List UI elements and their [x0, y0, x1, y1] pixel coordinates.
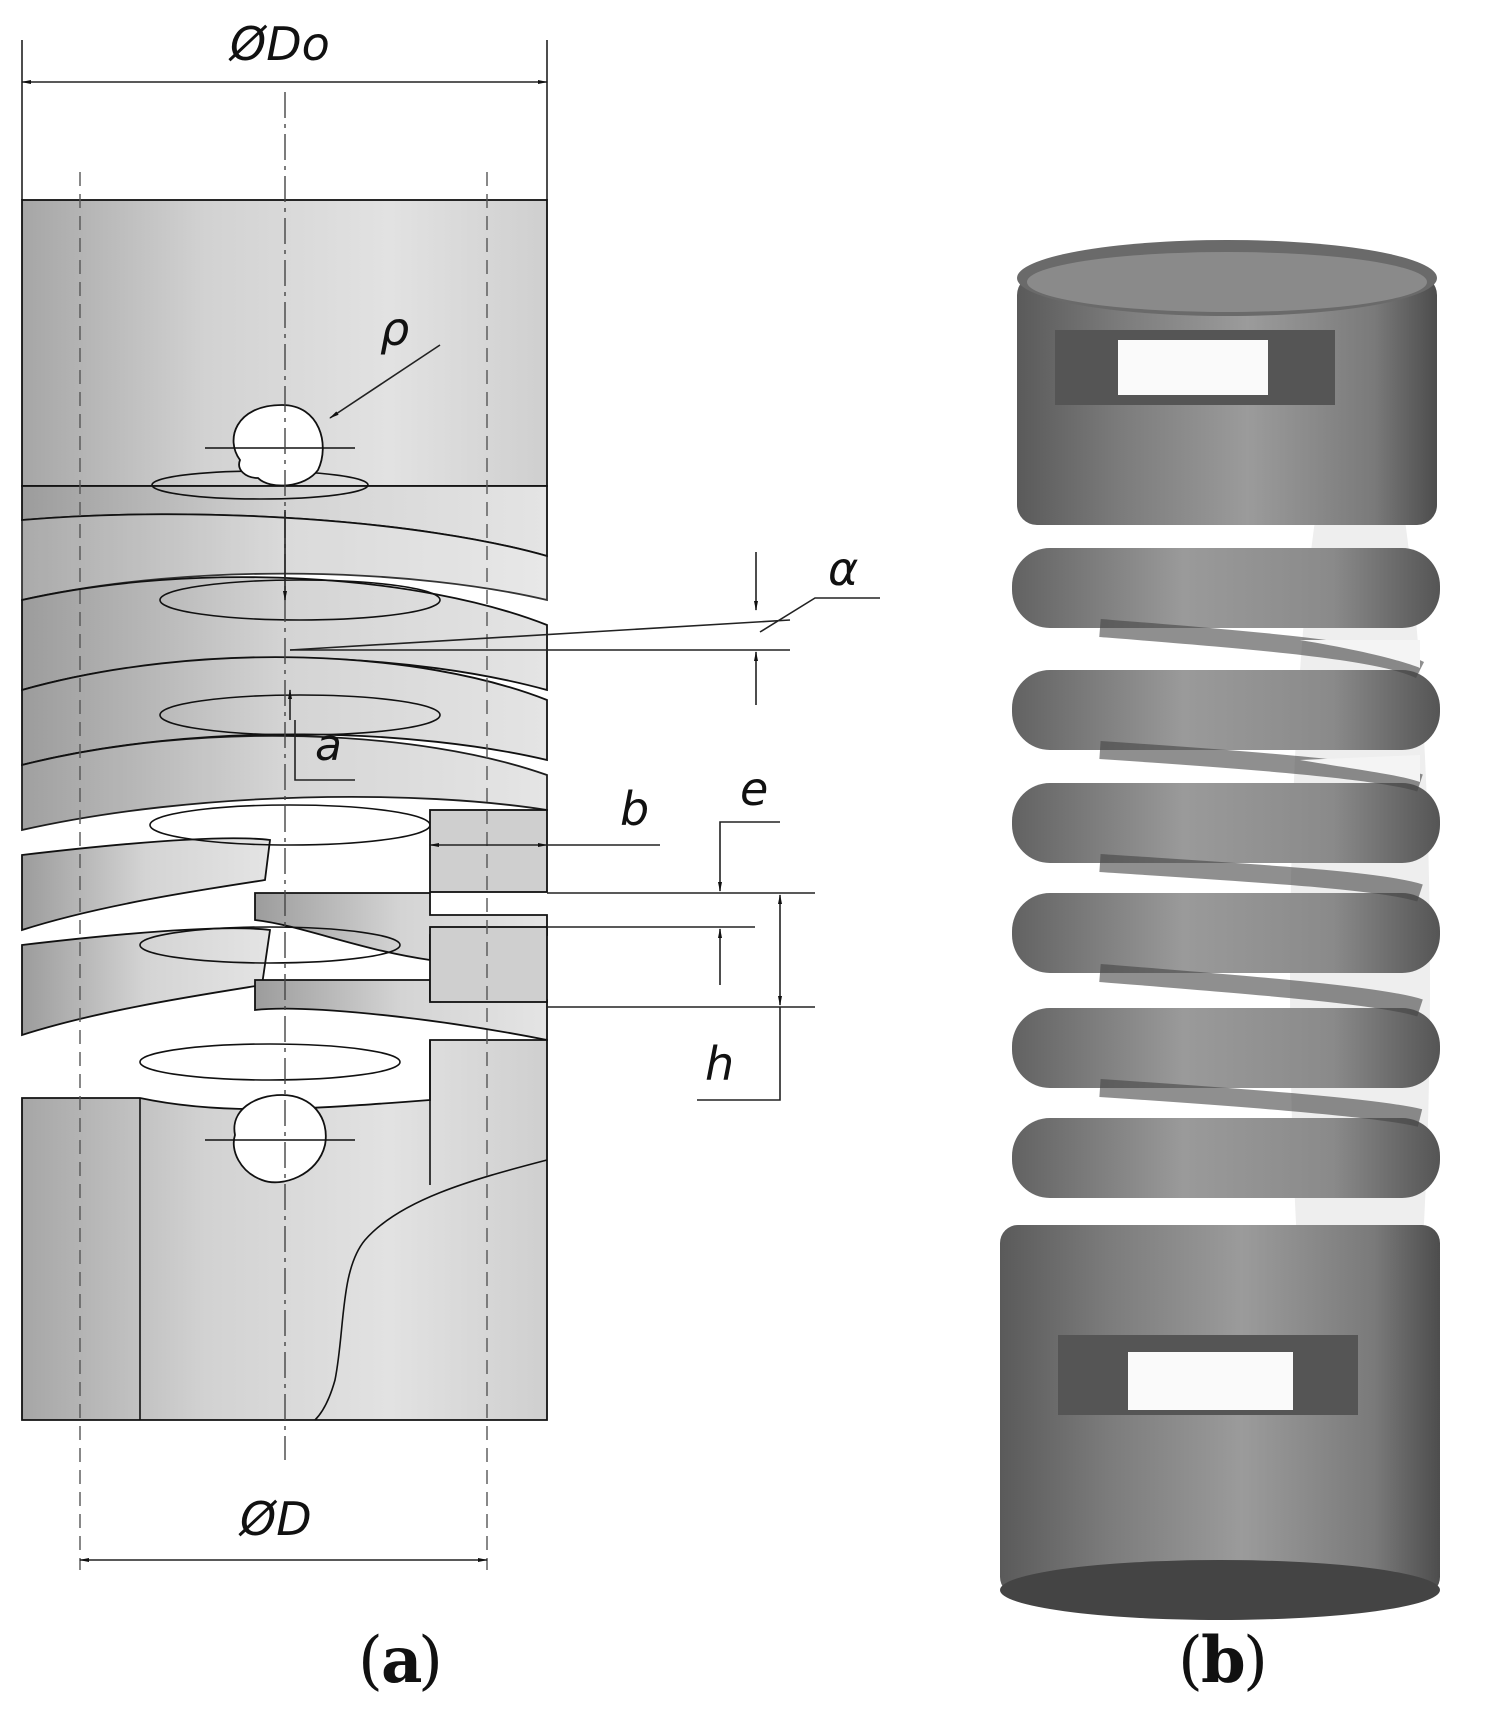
caption-a: a: [381, 1623, 422, 1698]
b-label: b: [620, 782, 649, 836]
rho-leader: [329, 344, 441, 419]
photo-bottom-collar: [1000, 1225, 1440, 1620]
alpha-inclined-line: [289, 619, 791, 651]
caption-b-close: ): [1243, 1624, 1268, 1698]
panel-b-photo: ( b ): [1000, 240, 1440, 1698]
panel-a-drawing: ρ a α b e h ØD ØDo ( a: [21, 17, 880, 1698]
e-leader: [719, 821, 780, 830]
photo-coils: [1012, 548, 1440, 1198]
alpha-leader: [759, 597, 880, 633]
h-label: h: [705, 1037, 734, 1091]
a-leader: [294, 720, 355, 781]
relief-hole-bottom: [205, 1094, 355, 1184]
caption-a-close: ): [418, 1624, 443, 1698]
caption-b: b: [1201, 1623, 1246, 1698]
caption-b-open: (: [1178, 1624, 1203, 1698]
a-label: a: [315, 720, 342, 771]
do-label: ØDo: [228, 17, 330, 71]
alpha-label: α: [828, 542, 858, 596]
caption-a-open: (: [358, 1624, 383, 1698]
coil-turns: [21, 470, 548, 1081]
h-leader: [697, 1007, 781, 1101]
e-label: e: [740, 762, 768, 816]
d-label: ØD: [238, 1492, 312, 1546]
relief-hole-top: [205, 404, 355, 487]
photo-top-collar: [1017, 240, 1437, 525]
rho-label: ρ: [380, 302, 409, 356]
